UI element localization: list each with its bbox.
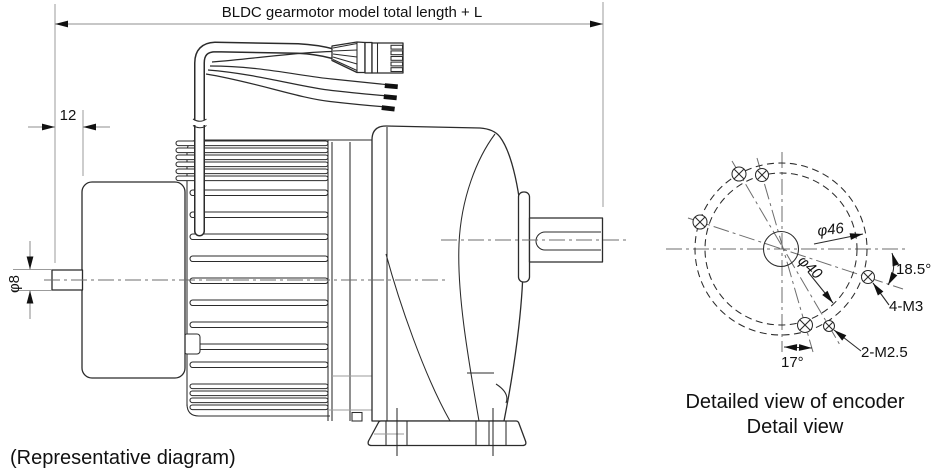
output-boss <box>517 191 531 283</box>
wire-tip-1 <box>384 83 398 90</box>
lead-wires <box>205 50 398 112</box>
shaft-diameter-dimension: φ8 <box>6 241 52 319</box>
shaft-protrusion-label: 12 <box>60 107 77 124</box>
outer-bolt-circle <box>694 162 868 336</box>
gearbox-bell-curve <box>458 133 496 422</box>
encoder-detail-view: φ46 φ40 18.5° 4-M3 2-M2.5 17° <box>666 152 931 371</box>
stack-bottom-edge <box>186 403 330 417</box>
keyway <box>535 231 601 251</box>
screw-hole <box>860 269 876 285</box>
m25-angle-label: 17° <box>781 354 804 371</box>
output-shaft <box>517 191 604 283</box>
fin-stack <box>175 139 387 422</box>
connector-ferrule <box>364 41 373 74</box>
total-length-label: BLDC gearmotor model total length + L <box>222 4 483 21</box>
conduit-break <box>192 120 207 125</box>
inner-bolt-circle-label: φ40 <box>794 252 826 283</box>
diagonal-line-a <box>731 160 841 346</box>
gearbox-housing <box>371 125 524 422</box>
screw-hole <box>796 316 814 334</box>
connector-housing <box>371 42 404 74</box>
terminal-lug <box>183 333 201 355</box>
gearbox-left-curve <box>385 253 451 422</box>
wire-tip-2 <box>383 94 397 101</box>
captions: Detailed view of encoder Detail view (Re… <box>10 391 905 469</box>
cable-conduit <box>192 41 338 237</box>
representative-diagram-caption: (Representative diagram) <box>10 447 236 469</box>
screw-hole <box>754 167 770 183</box>
foot-base <box>367 420 527 447</box>
shaft-protrusion-dimension: 12 <box>28 107 110 176</box>
m25-holes-label: 2-M2.5 <box>861 344 908 361</box>
detail-caption-line2: Detail view <box>747 416 844 438</box>
screw-hole <box>692 214 708 230</box>
top-length-dimension: BLDC gearmotor model total length + L <box>54 2 604 263</box>
m3-axis-line <box>687 217 904 290</box>
screw-holes <box>692 166 876 334</box>
center-lines <box>44 239 627 281</box>
inner-bolt-circle <box>704 172 858 326</box>
outer-bolt-circle-label: φ46 <box>816 220 845 240</box>
wire-tip-3 <box>381 105 395 112</box>
detail-caption-line1: Detailed view of encoder <box>685 391 904 413</box>
mounting-feet <box>367 408 527 456</box>
m3-holes-label: 4-M3 <box>889 298 923 315</box>
shaft-bore <box>762 230 800 268</box>
detail-dimensions: φ46 φ40 18.5° 4-M3 2-M2.5 17° <box>781 220 931 371</box>
screw-hole <box>822 319 836 333</box>
connector-boot <box>331 41 366 74</box>
gearbox-outline <box>371 125 524 422</box>
m3-angle-label: 18.5° <box>896 261 931 278</box>
shaft-diameter-label: φ8 <box>6 275 23 293</box>
connector <box>331 41 404 74</box>
screw-hole <box>731 166 747 182</box>
